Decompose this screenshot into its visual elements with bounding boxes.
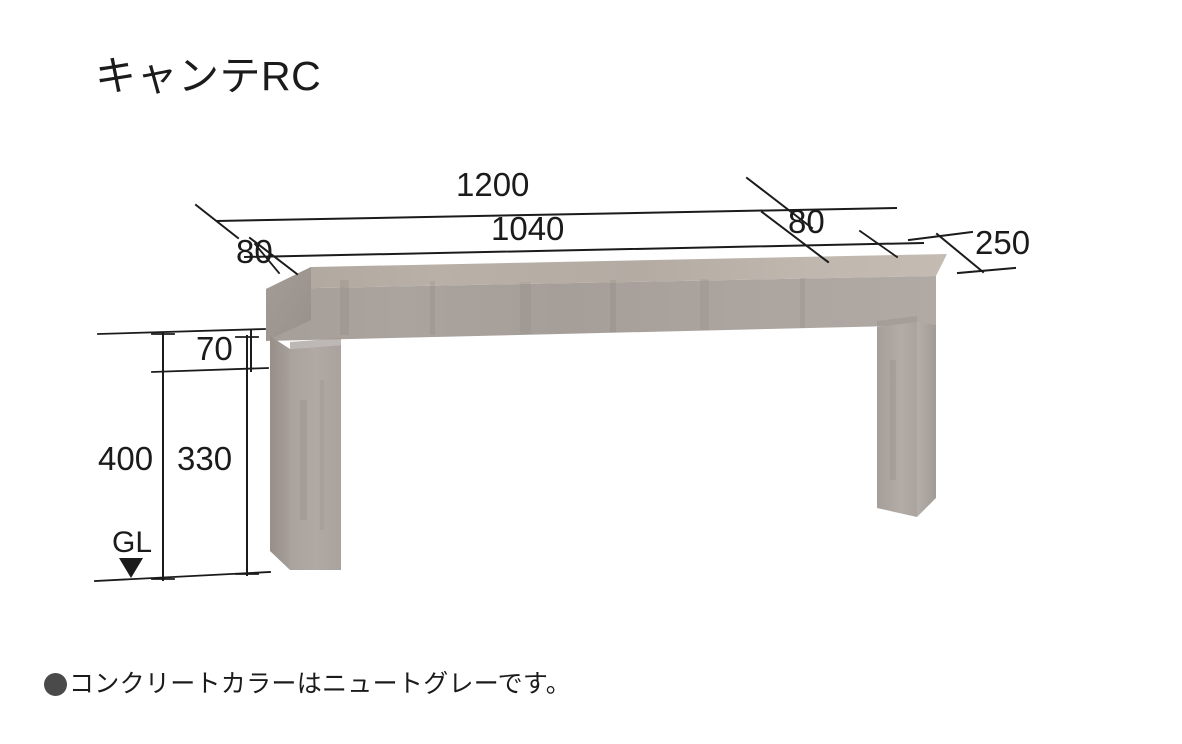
dim-400-label: 400 bbox=[98, 440, 153, 477]
dim-250-label: 250 bbox=[975, 224, 1030, 261]
dim-250-arrow-diag bbox=[935, 232, 985, 274]
dim-1200-tick-right bbox=[745, 176, 814, 230]
dim-1200-line bbox=[215, 206, 898, 223]
concrete-texture bbox=[300, 278, 896, 530]
ground-level-triangle-icon bbox=[119, 558, 143, 578]
page-title: キャンテRC bbox=[95, 53, 322, 99]
seat-top-face bbox=[266, 254, 947, 289]
ext-line-seat-bottom bbox=[151, 367, 269, 373]
seat-left-end-face bbox=[266, 267, 311, 341]
bench-3d-body bbox=[266, 254, 947, 570]
bullet-icon bbox=[44, 673, 67, 696]
left-leg-top-sliver bbox=[290, 338, 341, 349]
dim-250-leader-lower bbox=[956, 266, 1017, 275]
left-leg-front-face bbox=[290, 345, 341, 570]
dim-1040-tick-right bbox=[760, 210, 830, 264]
depth-dimension-group: 250 bbox=[907, 224, 1030, 275]
seat-front-face bbox=[266, 276, 936, 341]
ground-level-label: GL bbox=[112, 526, 152, 559]
top-dimension-group: 1200 1040 80 80 bbox=[194, 166, 925, 276]
right-leg-side-face bbox=[917, 322, 936, 517]
dim-80-left-label: 80 bbox=[236, 233, 273, 270]
left-dimension-group: 70 330 400 GL bbox=[94, 328, 271, 582]
dim-ext-right-outer bbox=[858, 229, 899, 259]
right-leg-front-face bbox=[877, 322, 917, 517]
dim-330-label: 330 bbox=[177, 440, 232, 477]
dim-1200-label: 1200 bbox=[456, 166, 529, 203]
dim-1200-tick-left bbox=[194, 203, 240, 240]
footnote-text: コンクリートカラーはニュートグレーです。 bbox=[69, 670, 572, 698]
ext-line-seat-top bbox=[97, 328, 266, 335]
dim-1040-label: 1040 bbox=[491, 210, 564, 247]
right-leg-top-sliver bbox=[877, 316, 917, 327]
footnote: コンクリートカラーはニュートグレーです。 bbox=[44, 672, 571, 697]
dim-ext-left-outer bbox=[253, 242, 281, 275]
dim-70-label: 70 bbox=[196, 330, 233, 367]
left-leg-side-face bbox=[270, 336, 290, 570]
dim-1040-tick-left bbox=[248, 236, 299, 276]
dim-1040-line bbox=[243, 241, 925, 259]
dim-80-right-label: 80 bbox=[788, 203, 825, 240]
